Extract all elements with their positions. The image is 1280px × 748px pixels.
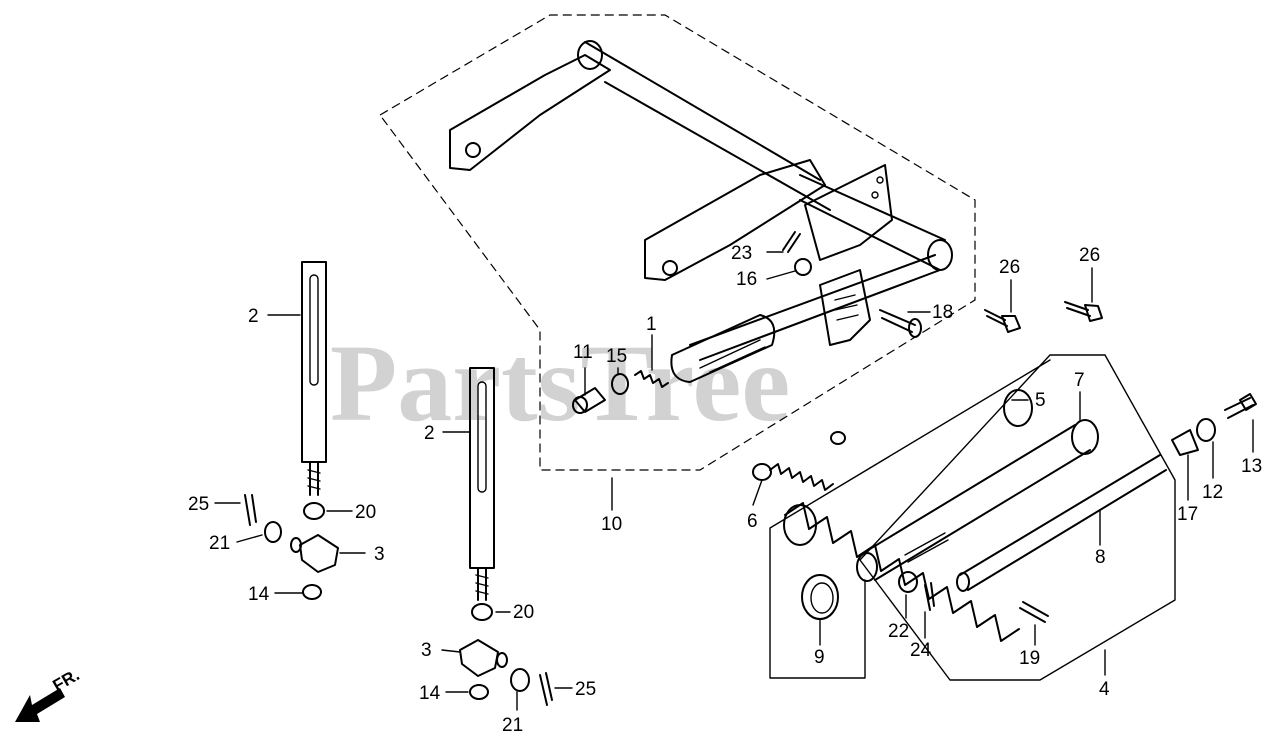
- left-adjuster-strap: [301, 261, 327, 496]
- callout-20b: 20: [513, 602, 534, 623]
- left-nut-20: [303, 502, 325, 520]
- callout-5: 5: [1035, 390, 1046, 411]
- callout-1: 1: [646, 314, 657, 335]
- callout-11: 11: [573, 342, 593, 363]
- part-24-pin: [924, 582, 935, 611]
- watermark: PartsTree: [330, 322, 790, 444]
- front-arrow-icon: [15, 688, 65, 722]
- part-18-pin: [879, 309, 922, 338]
- callout-3a: 3: [374, 544, 385, 565]
- part-19-pin: [1019, 601, 1049, 623]
- part-22-washer: [898, 571, 918, 593]
- part-8-rod: [956, 454, 1167, 592]
- callout-9: 9: [814, 647, 825, 668]
- center-pin-25: [539, 672, 553, 706]
- callout-26a: 26: [999, 257, 1020, 278]
- front-direction-marker: FR.: [15, 665, 83, 722]
- part-5-spring: [783, 389, 1033, 642]
- part-1-spring: [634, 370, 669, 388]
- callout-22: 22: [888, 621, 909, 642]
- part-13-bolt: [1224, 393, 1257, 419]
- leader-lines: [214, 251, 1254, 711]
- callout-7: 7: [1074, 370, 1085, 391]
- group-4-outline: [859, 354, 1176, 681]
- center-nut-14: [469, 684, 489, 700]
- callout-10: 10: [601, 514, 622, 535]
- callout-25a: 25: [188, 494, 209, 515]
- callout-4: 4: [1099, 679, 1110, 700]
- callout-8: 8: [1095, 547, 1106, 568]
- callout-13: 13: [1241, 456, 1262, 477]
- callout-26b: 26: [1079, 245, 1100, 266]
- left-nut-14: [302, 584, 322, 600]
- center-adjuster-strap: [469, 367, 495, 601]
- callout-12: 12: [1202, 482, 1223, 503]
- callout-24: 24: [910, 640, 932, 661]
- callout-19: 19: [1019, 648, 1040, 669]
- callout-2a: 2: [248, 306, 259, 327]
- part-23-pin: [782, 231, 801, 253]
- part-26-bolt-right: [1064, 301, 1103, 322]
- callout-21a: 21: [209, 533, 230, 554]
- callout-14a: 14: [248, 584, 270, 605]
- part-17-clip: [1171, 429, 1199, 456]
- left-pin-25: [244, 494, 257, 526]
- callout-21b: 21: [502, 715, 523, 736]
- center-knob-3: [459, 639, 508, 677]
- handle-frame: [449, 40, 953, 361]
- callout-16: 16: [736, 269, 757, 290]
- part-15-washer: [611, 373, 629, 395]
- part-16-washer: [794, 258, 812, 276]
- callout-25b: 25: [575, 679, 596, 700]
- group-9-bracket: [769, 359, 1051, 679]
- center-nut-20: [471, 603, 493, 621]
- callouts: 1 2 2 3 3 4 5 6 7 8 9 10 11 12 13 14 14 …: [188, 243, 1262, 736]
- callout-23: 23: [731, 243, 752, 264]
- callout-15: 15: [606, 346, 627, 367]
- group-10-outline: [379, 14, 976, 471]
- callout-6: 6: [747, 511, 758, 532]
- callout-2b: 2: [424, 423, 435, 444]
- callout-3b: 3: [421, 640, 432, 661]
- callout-20a: 20: [355, 502, 376, 523]
- part-12-washer: [1196, 418, 1216, 442]
- center-washer-21: [510, 668, 530, 692]
- part-1-grip: [670, 314, 776, 383]
- left-knob-3: [290, 534, 339, 573]
- callout-14b: 14: [419, 683, 441, 704]
- front-label: FR.: [50, 665, 83, 695]
- left-washer-21: [264, 521, 282, 543]
- callout-17: 17: [1177, 504, 1198, 525]
- part-7-pipe: [856, 419, 1099, 582]
- part-26-bolt-left: [984, 309, 1021, 333]
- part-11-plunger: [572, 387, 606, 414]
- part-9-bushing: [801, 574, 839, 620]
- callout-18: 18: [932, 302, 953, 323]
